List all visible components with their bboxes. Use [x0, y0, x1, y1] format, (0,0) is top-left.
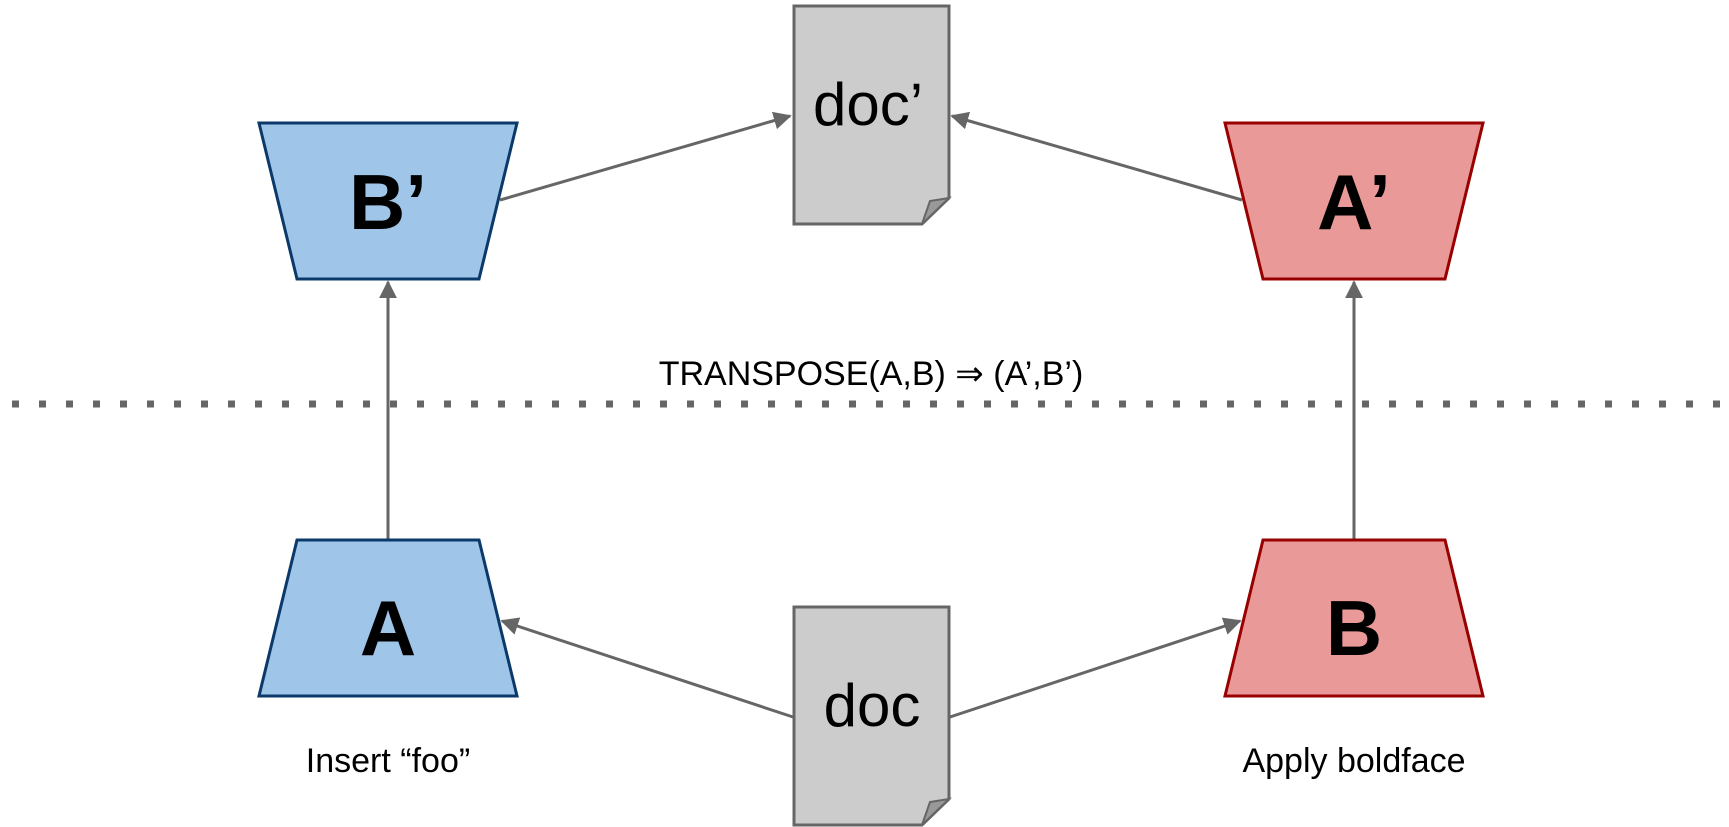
arrow-doc-to-a [500, 617, 794, 719]
doc-node: doc [792, 605, 952, 827]
insert-foo-caption: Insert “foo” [306, 742, 470, 780]
b-prime-label: B’ [349, 158, 427, 246]
b-shape [1223, 538, 1485, 698]
apply-boldface-caption: Apply boldface [1242, 742, 1465, 780]
transpose-caption: TRANSPOSE(A,B) ⇒ (A’,B’) [659, 355, 1084, 393]
a-node: A [257, 538, 519, 698]
b-label: B [1326, 584, 1382, 672]
a-prime-shape [1223, 121, 1485, 281]
doc-prime-fold-icon [921, 196, 952, 225]
arrow-b-prime-to-doc-prime [499, 111, 792, 202]
arrow-doc-to-b [949, 617, 1242, 719]
arrow-a-prime-to-doc-prime [950, 111, 1243, 202]
doc-label: doc [824, 672, 921, 739]
a-prime-label: A’ [1317, 158, 1391, 246]
b-node: B [1223, 538, 1485, 698]
a-shape [257, 538, 519, 698]
a-prime-node: A’ [1223, 121, 1485, 281]
b-prime-shape [257, 121, 519, 281]
doc-prime-node: doc’ [792, 4, 952, 226]
b-prime-node: B’ [257, 121, 519, 281]
doc-prime-label: doc’ [813, 71, 923, 138]
a-label: A [360, 584, 416, 672]
doc-fold-icon [921, 797, 952, 826]
